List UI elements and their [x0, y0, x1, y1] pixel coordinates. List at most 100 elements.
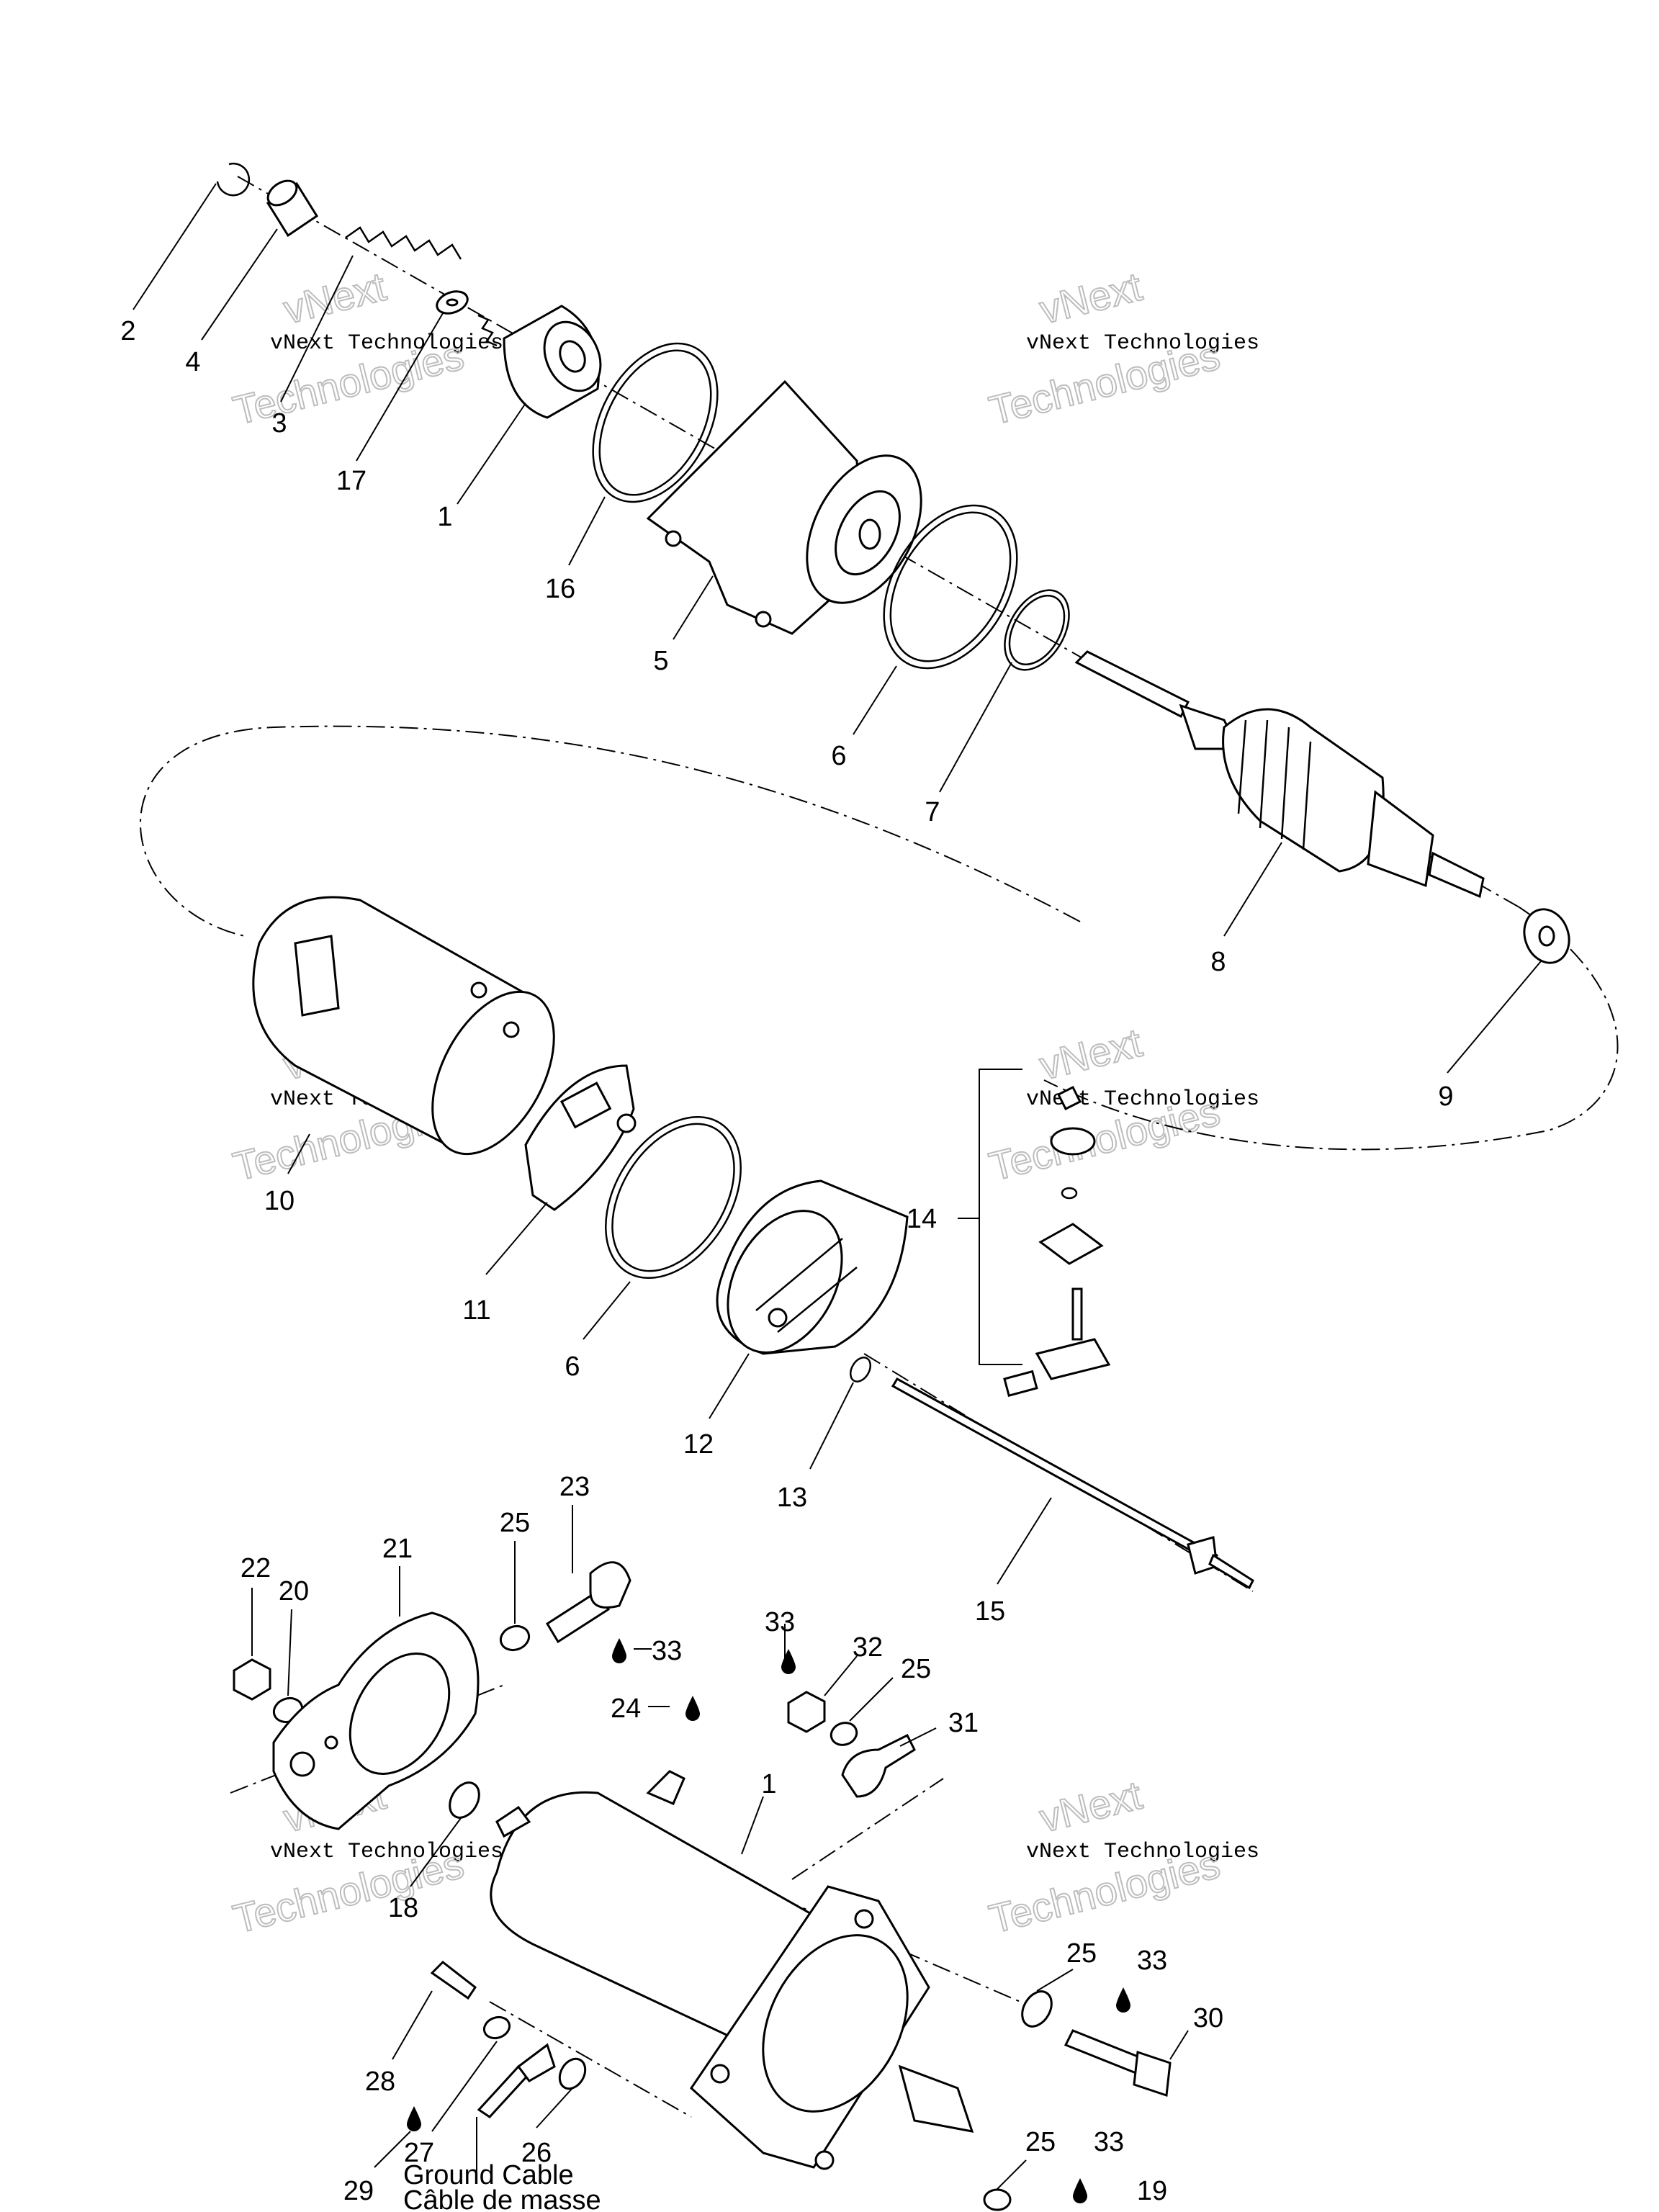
stop-collar-part — [266, 179, 319, 238]
callout-30: 30 — [1193, 2003, 1223, 2033]
spring-part — [345, 226, 462, 260]
callout-27: 27 — [404, 2138, 434, 2168]
callout-33: 33 — [1094, 2127, 1124, 2157]
drop-icon — [612, 1638, 626, 1663]
callout-10: 10 — [264, 1186, 295, 1216]
thrust-washer-9-part — [1523, 908, 1570, 964]
callout-24: 24 — [611, 1694, 641, 1724]
callout-1: 1 — [761, 1769, 776, 1799]
callout-18: 18 — [388, 1893, 418, 1923]
ground-cable-note: Ground Cable Câble de masse — [403, 2160, 601, 2212]
clamp-31-part — [841, 1733, 916, 1798]
callout-9: 9 — [1438, 1082, 1453, 1112]
callout-26: 26 — [521, 2138, 552, 2168]
washer-18-part — [449, 1781, 480, 1819]
drop-icon — [1116, 1987, 1130, 2013]
clamp-axis — [791, 1778, 944, 1880]
bracket-21-part — [272, 1611, 480, 1830]
callout-17: 17 — [336, 466, 367, 496]
callout-1: 1 — [437, 502, 452, 532]
callout-25: 25 — [901, 1654, 931, 1684]
callout-2: 2 — [120, 316, 135, 346]
lock-washer-26-part — [558, 2057, 587, 2090]
o-ring-13-part — [850, 1357, 871, 1382]
drop-icon — [685, 1696, 700, 1721]
callout-12: 12 — [683, 1429, 714, 1460]
callout-labels: 2 4 3 17 1 16 5 6 7 8 9 10 11 6 12 13 14… — [120, 316, 1453, 2206]
svg-text:vNext Technologies: vNext Technologies — [1026, 1840, 1259, 1864]
brush-holder-11-part — [524, 1064, 637, 1211]
brush-kit-14-part — [958, 1069, 1111, 1398]
adhesive-drops — [407, 1638, 1130, 2203]
yoke-housing-part — [252, 896, 555, 1156]
bolt-28-part — [430, 1961, 477, 2000]
o-ring-6a-part — [883, 504, 1018, 670]
nut-32-part — [787, 1691, 826, 1733]
end-cover-12-part — [716, 1179, 909, 1355]
armature-part — [1074, 650, 1485, 899]
ground-axis — [489, 2001, 692, 2118]
callout-31: 31 — [948, 1708, 979, 1738]
bolt-30-part — [1064, 2029, 1172, 2098]
ground-cable-label-en: Ground Cable — [403, 2160, 574, 2190]
callout-22: 22 — [240, 1553, 271, 1583]
drop-icon — [1073, 2178, 1087, 2203]
o-ring-16-part — [592, 342, 719, 503]
callout-3: 3 — [271, 408, 287, 439]
callout-19: 19 — [1137, 2176, 1167, 2206]
bolt-23-part — [545, 1561, 631, 1644]
o-ring-6b-part — [605, 1115, 742, 1280]
callout-16: 16 — [545, 574, 575, 604]
ground-cable-label-fr: Câble de masse — [403, 2185, 601, 2212]
callout-25: 25 — [1066, 1938, 1097, 1969]
callout-25: 25 — [1025, 2127, 1056, 2157]
svg-text:vNext Technologies: vNext Technologies — [270, 1840, 503, 1864]
callout-6: 6 — [831, 741, 846, 771]
callout-13: 13 — [777, 1483, 807, 1513]
o-ring-7-part — [1004, 589, 1070, 671]
callout-25: 25 — [500, 1508, 530, 1538]
drop-icon — [781, 1649, 796, 1674]
callout-33: 33 — [652, 1636, 682, 1666]
watermark-top-left: vNext vNext Technologies Technologies — [228, 263, 503, 434]
callout-32: 32 — [853, 1632, 883, 1663]
snap-ring-part — [216, 163, 251, 197]
callout-5: 5 — [653, 646, 668, 676]
ground-terminal-27-part — [477, 2043, 556, 2118]
front-housing-part — [646, 379, 922, 635]
callout-7: 7 — [925, 797, 940, 827]
washer-25b-part — [830, 1722, 858, 1746]
pinion-drive-part — [477, 305, 602, 419]
starter-motor-1-part — [490, 1770, 974, 2170]
nut-22-part — [233, 1658, 271, 1701]
washer-25d-part — [983, 2188, 1012, 2211]
leader-lines — [132, 183, 1542, 2190]
callout-4: 4 — [185, 347, 200, 377]
callout-28: 28 — [365, 2067, 395, 2097]
callout-15: 15 — [975, 1596, 1005, 1627]
watermark-bottom-right: vNext vNext Technologies Technologies — [984, 1771, 1259, 1943]
washer-17-part — [436, 290, 469, 315]
washer-25a-part — [499, 1624, 531, 1652]
svg-text:vNext: vNext — [1035, 1020, 1147, 1089]
callout-6: 6 — [565, 1352, 580, 1382]
svg-text:vNext: vNext — [1035, 1772, 1147, 1841]
watermark-mid-right: vNext vNext Technologies Technologies — [984, 1019, 1259, 1190]
callout-11: 11 — [462, 1295, 490, 1326]
callout-20: 20 — [279, 1576, 309, 1606]
through-bolt-15-part — [891, 1377, 1254, 1590]
callout-14: 14 — [907, 1204, 937, 1234]
svg-text:vNext: vNext — [279, 264, 391, 333]
callout-21: 21 — [382, 1534, 413, 1564]
loop-centerline — [140, 725, 1619, 1151]
callout-8: 8 — [1210, 947, 1226, 977]
washer-25e-part — [482, 2015, 511, 2040]
callout-29: 29 — [343, 2176, 374, 2206]
svg-text:vNext: vNext — [1035, 264, 1147, 333]
washer-25c-part — [1021, 1990, 1053, 2028]
callout-23: 23 — [559, 1472, 590, 1502]
drop-icon — [407, 2106, 421, 2131]
through-bolt-axis — [863, 1353, 1254, 1592]
callout-33: 33 — [765, 1607, 795, 1637]
